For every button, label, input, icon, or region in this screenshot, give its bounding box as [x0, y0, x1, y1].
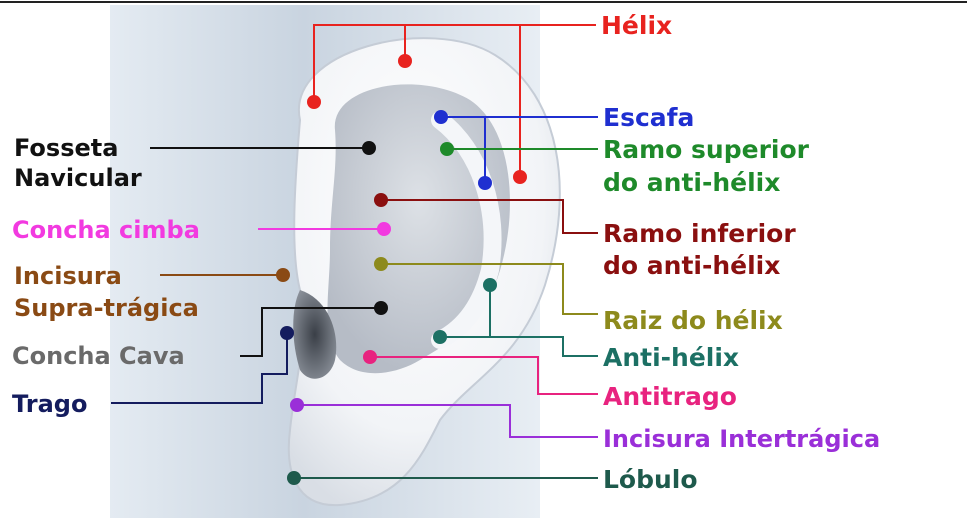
- label-antitrago: Antitrago: [603, 382, 737, 411]
- label-ramo-superior-2: do anti-hélix: [603, 168, 780, 197]
- label-lobulo: Lóbulo: [603, 465, 698, 494]
- ramo-superior-dot: [440, 142, 454, 156]
- antitrago-dot: [363, 350, 377, 364]
- label-incisura-intertragica: Incisura Intertrágica: [603, 425, 880, 453]
- label-concha-cimba: Concha cimba: [12, 216, 200, 244]
- label-concha-cava: Concha Cava: [12, 342, 185, 370]
- label-raiz-helix: Raiz do hélix: [603, 306, 783, 335]
- incisura-intertragica-dot: [290, 398, 304, 412]
- raiz-helix-dot: [374, 257, 388, 271]
- anti-helix-leader: [440, 285, 598, 357]
- ramo-inferior-leader: [381, 199, 598, 234]
- ramo-inferior-dot: [374, 193, 388, 207]
- anti-helix-dot-1: [483, 278, 497, 292]
- label-ramo-inferior-2: do anti-hélix: [603, 251, 780, 280]
- trago-dot: [280, 326, 294, 340]
- label-trago: Trago: [12, 390, 87, 418]
- escafa-dot-1: [434, 110, 448, 124]
- fosseta-dot: [362, 141, 376, 155]
- concha-cimba-dot: [377, 222, 391, 236]
- incisura-supra-dot: [276, 268, 290, 282]
- label-fosseta-1: Fosseta: [14, 134, 118, 162]
- concha-cava-leader: [240, 307, 381, 357]
- antitrago-leader: [370, 356, 598, 395]
- trago-leader: [111, 333, 288, 404]
- label-helix: Hélix: [601, 11, 672, 40]
- raiz-helix-leader: [381, 263, 598, 315]
- label-fosseta-2: Navicular: [14, 164, 142, 192]
- label-anti-helix: Anti-hélix: [603, 343, 739, 372]
- helix-dot-3: [513, 170, 527, 184]
- label-ramo-inferior-1: Ramo inferior: [603, 219, 796, 248]
- helix-dot-1: [307, 95, 321, 109]
- label-incisura-supra-1: Incisura: [14, 262, 122, 290]
- escafa-dot-2: [478, 176, 492, 190]
- lobulo-dot: [287, 471, 301, 485]
- ear-canal: [293, 290, 337, 379]
- label-incisura-supra-2: Supra-trágica: [14, 294, 199, 322]
- concha-cava-dot: [374, 301, 388, 315]
- label-ramo-superior-1: Ramo superior: [603, 135, 810, 164]
- helix-dot-2: [398, 54, 412, 68]
- label-escafa: Escafa: [603, 103, 694, 132]
- incisura-intertragica-leader: [297, 404, 598, 438]
- anti-helix-dot-2: [433, 330, 447, 344]
